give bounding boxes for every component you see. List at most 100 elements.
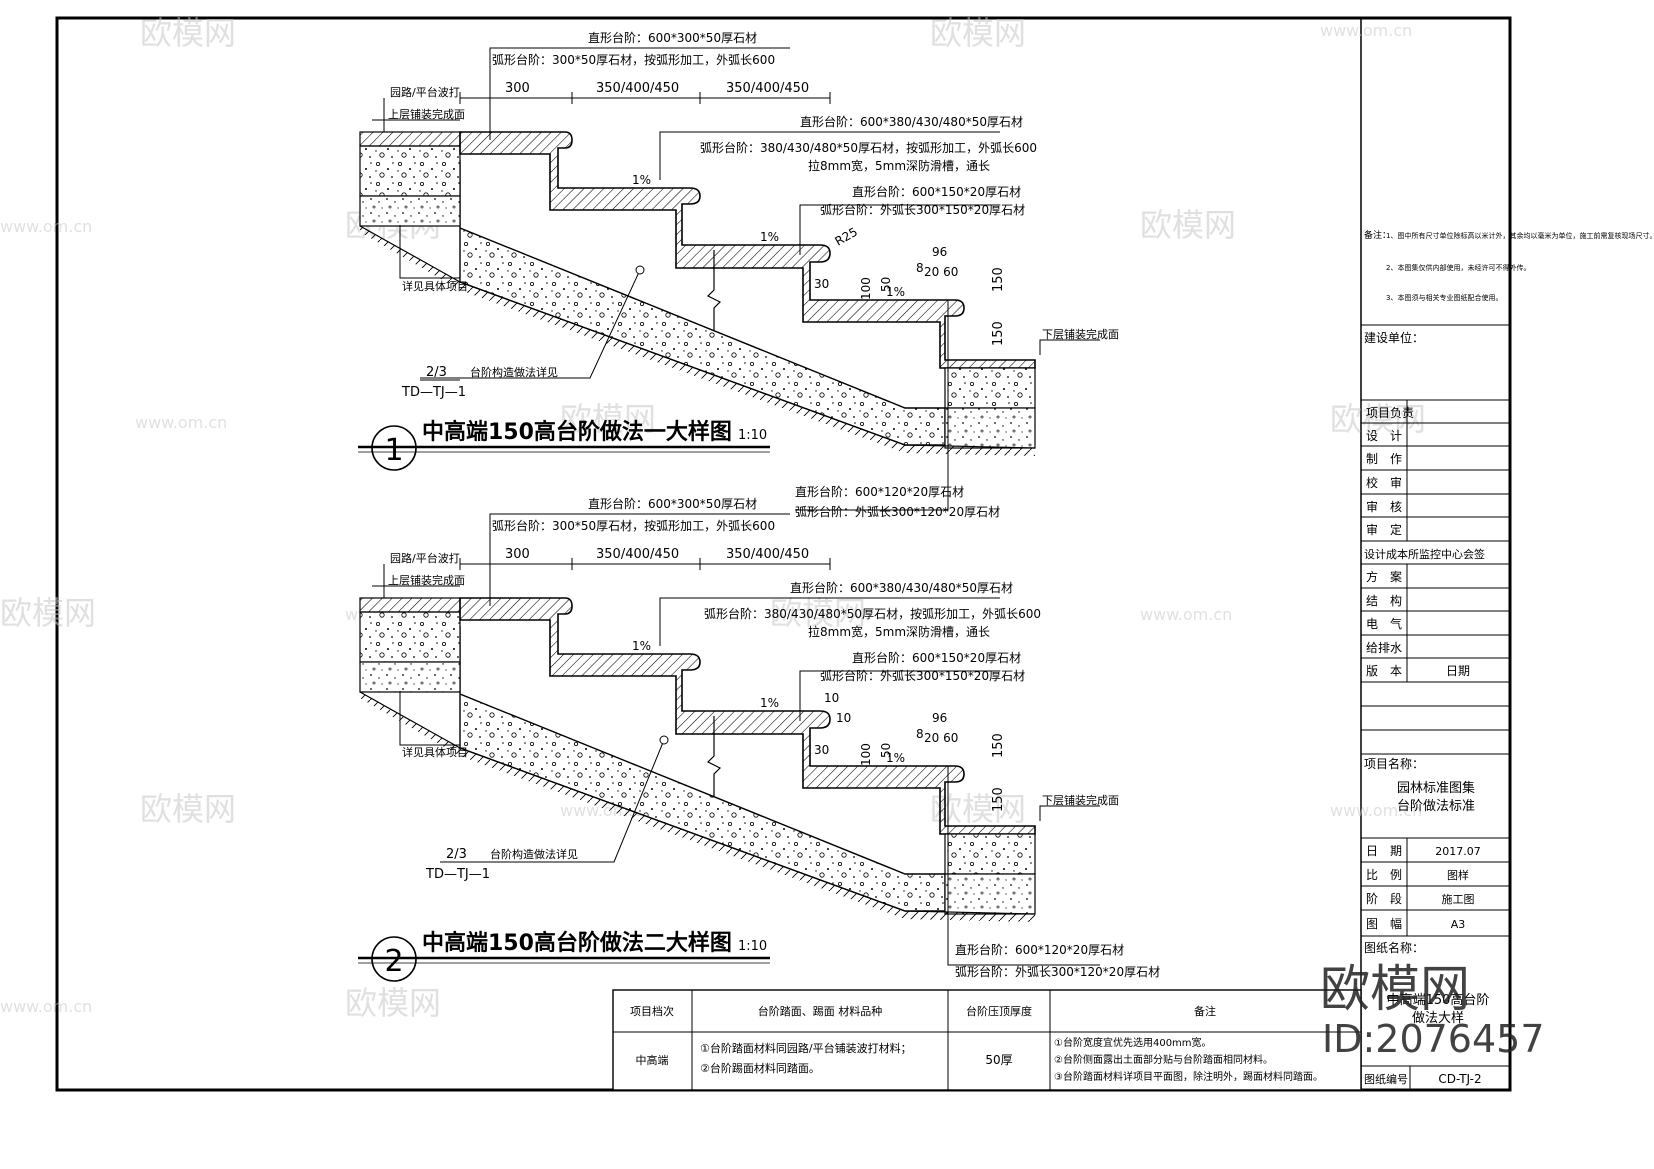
leader-lowerfinish-1 [1039,339,1100,355]
leader-ref-dot-1 [635,265,645,275]
tb-row-label: 设 计 [1366,429,1402,443]
tb-drawing-name: 做法大样 [1412,1011,1464,1026]
callout-mid-2: 弧形台阶：380/430/480*50厚石材，按弧形加工，外弧长600 [700,140,1037,155]
upper-label: 园路/平台波打 [390,85,460,99]
table-frame [612,989,1362,1091]
detail-1: 直形台阶：600*300*50厚石材 弧形台阶：300*50厚石材，按弧形加工，… [358,30,1119,519]
tb-info-value: A3 [1451,918,1466,931]
ref-text: 台阶构造做法详见 [470,365,558,379]
lower-slab-1 [944,367,1036,409]
slope-2: 1% [760,696,779,710]
callout-top-2: 弧形台阶：300*50厚石材，按弧形加工，外弧长600 [492,518,775,533]
tb-row-label: 结 构 [1366,593,1402,608]
note-item: 2、本图集仅供内部使用，未经许可不得外传。 [1386,263,1530,272]
dim-30: 30 [814,277,829,291]
tb-drawing-label: 图纸名称： [1364,940,1424,955]
slope-3: 1% [886,285,905,299]
watermark-logo: 欧模网 [1320,960,1470,1018]
table-header-thickness: 台阶压顶厚度 [966,1004,1032,1018]
dim-30: 30 [814,743,829,757]
dim-96: 96 [932,245,947,259]
tb-project-label: 项目名称： [1364,756,1424,771]
dim-150b: 150 [991,321,1006,346]
table-cell-level: 中高端 [636,1053,669,1067]
lower-base-1 [944,407,1036,449]
lower-finish: 下层铺装完成面 [1042,327,1119,341]
detail-number-2: 2 [384,944,403,979]
detail-scale-1: 1:10 [738,428,767,443]
dim-8: 8 [916,727,924,741]
table-cell-thickness: 50厚 [985,1053,1012,1067]
leader-mid-1 [659,131,1000,180]
break-line-1 [706,250,722,330]
callout-low-2: 弧形台阶：外弧长300*150*20厚石材 [820,202,1025,217]
notes-label: 备注： [1364,229,1391,241]
slope-1: 1% [632,639,651,653]
upper-finish-2 [359,597,461,613]
note-item: 1、图中所有尺寸单位除标高以米计外，其余均以毫米为单位，施工前需复核现场尺寸。 [1386,231,1654,240]
callout-bottom-2: 弧形台阶：外弧长300*120*20厚石材 [955,964,1160,979]
callout-bottom-1: 直形台阶：600*120*20厚石材 [955,942,1124,957]
table-cell-note: ①台阶宽度宜优先选用400mm宽。 [1054,1036,1212,1049]
watermark-site: www.om.cn [0,997,92,1016]
watermark-site: www.om.cn [0,217,92,236]
leader-ref-dot-2 [659,735,669,745]
table-header-notes: 备注 [1194,1004,1216,1018]
dim-350b: 350/400/450 [726,547,809,562]
watermark-brand: 欧模网 [140,790,236,828]
tb-info-label: 比 例 [1366,868,1402,882]
callout-mid-1: 直形台阶：600*380/430/480*50厚石材 [790,580,1013,595]
tb-row-label: 给排水 [1366,641,1402,655]
dim-50: 50 [879,277,893,292]
callout-low-2: 弧形台阶：外弧长300*150*20厚石材 [820,668,1025,683]
table-cell-material: ②台阶踢面材料同踏面。 [700,1061,820,1075]
detail-title-1: 中高端150高台阶做法一大样图 [422,419,732,445]
upper-finish: 上层铺装完成面 [388,107,465,121]
ref-text: 台阶构造做法详见 [490,847,578,861]
tb-project-name: 园林标准图集 [1397,780,1475,796]
ref-top: 2/3 [426,365,447,380]
callout-top-1: 直形台阶：600*300*50厚石材 [588,30,757,45]
dim-100: 100 [859,743,873,766]
tb-info-value: 2017.07 [1435,845,1481,858]
watermark-brand: 欧模网 [770,594,866,632]
slope-2: 1% [760,230,779,244]
watermark-id: ID:2076457 [1322,1017,1545,1061]
background-watermarks: 欧模网 欧模网 www.om.cn 欧模网 欧模网 www.om.cn www.… [0,14,1426,1022]
leader-low-2 [799,670,1000,721]
dim-350a: 350/400/450 [596,81,679,96]
leader-project-2 [399,691,460,746]
table-cell-material: ①台阶踏面材料同园路/平台铺装波打材料； [700,1041,912,1055]
dim-96: 96 [932,711,947,725]
tb-row-label: 审 定 [1366,522,1402,537]
leader-bottom-2 [947,890,1100,966]
tb-info-label: 图 幅 [1366,916,1402,931]
table-cell-note: ②台阶侧面露出土面部分贴与台阶踏面相同材料。 [1054,1053,1273,1066]
dim-300: 300 [505,81,530,96]
callout-bottom-1: 直形台阶：600*120*20厚石材 [795,484,964,499]
dim-10b: 10 [836,711,851,725]
upper-slab-1 [359,145,461,197]
leader-low-1 [799,204,1000,255]
see-project: 详见具体项目 [402,745,468,759]
lower-slab-2 [944,833,1036,875]
slope-3: 1% [886,751,905,765]
dim-150a: 150 [991,733,1006,758]
dim-150a: 150 [991,267,1006,292]
tb-info-label: 日 期 [1366,844,1402,858]
leader-ref-2 [440,739,665,863]
upper-finish: 上层铺装完成面 [388,573,465,587]
watermark-brand: 欧模网 [345,984,441,1022]
callout-mid-3: 拉8mm宽，5mm深防滑槽，通长 [808,158,990,173]
break-line-2 [706,716,722,796]
watermark-brand: 欧模网 [930,790,1026,828]
detail-title-2: 中高端150高台阶做法二大样图 [422,930,732,956]
tb-info-value: 图样 [1447,868,1469,882]
tb-row-label: 审 核 [1366,499,1402,514]
leader-project-1 [399,225,460,279]
watermark-brand: 欧模网 [140,14,236,52]
leader-ref-1 [420,269,641,379]
tb-row-label: 电 气 [1366,616,1402,631]
tb-drawing-name: 中高端150高台阶 [1387,992,1490,1008]
